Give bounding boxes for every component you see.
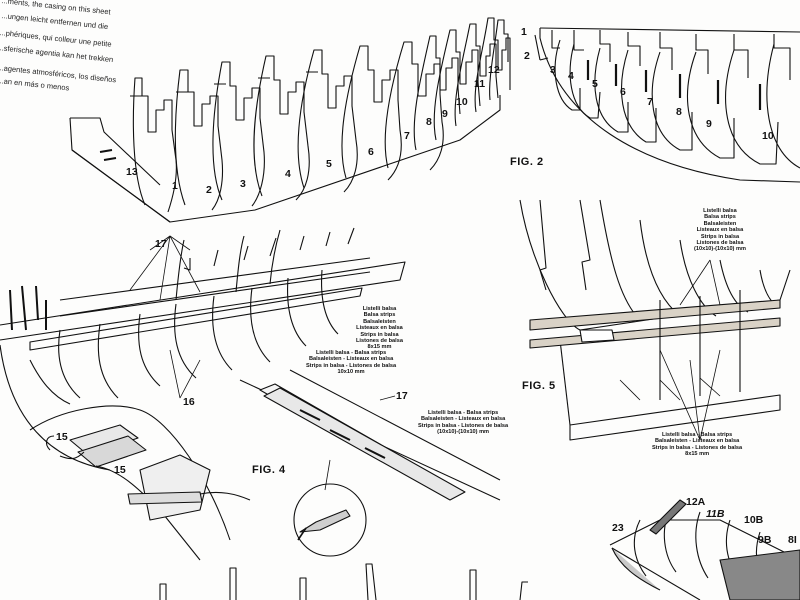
frame-number: 2 — [206, 184, 212, 196]
frame-number: 6 — [368, 146, 374, 158]
note-line: Listones de balsa — [696, 240, 744, 247]
part-label-12a: 12A — [686, 496, 706, 508]
frame-number: 4 — [285, 168, 291, 180]
part-label-17: 17 — [155, 238, 167, 250]
fig2-frame-number: 5 — [592, 78, 598, 90]
frame-number: 1 — [172, 180, 178, 192]
fig2-frame-number: 2 — [524, 50, 530, 62]
planking-detail — [29, 405, 251, 561]
figure-label-fig2: FIG. 2 — [510, 156, 544, 168]
fig2-frame-number: 10 — [762, 130, 774, 142]
fig2-drawing — [534, 27, 800, 183]
note-line: Balsa strips — [704, 214, 736, 221]
note-line: Balsaleisten — [363, 318, 396, 325]
note-line: Balsaleisten — [703, 220, 737, 227]
fig4-drawing — [239, 369, 501, 557]
part-label-17: 17 — [396, 390, 408, 402]
figure-label-fig4: FIG. 4 — [252, 464, 286, 476]
frame-number: 10 — [456, 96, 468, 108]
note-line: 8x15 mm — [367, 344, 392, 351]
frame-number: 5 — [326, 158, 332, 170]
note-fig5-bottom: Listelli balsa - Balsa strips Balsaleist… — [652, 432, 742, 458]
part-label-15: 15 — [114, 464, 126, 476]
fig2-frame-number: 3 — [550, 64, 556, 76]
part-label-8: 8I — [788, 534, 797, 546]
note-line: Listelli balsa — [703, 208, 737, 214]
frame-number: 7 — [404, 130, 410, 142]
note-line: Listeaux en balsa — [356, 325, 403, 332]
note-line: Listones de balsa — [356, 338, 403, 345]
part-label-15: 15 — [56, 431, 68, 443]
part-label-10b: 10B — [744, 514, 764, 526]
note-line: Balsa strips — [363, 312, 396, 319]
note-line: Listelli balsa - Balsa strips — [315, 350, 387, 356]
stern-detail — [609, 499, 800, 600]
keel-assembly-top-left — [69, 17, 511, 223]
frame-number: 9 — [442, 108, 448, 120]
note-line: 10x10 mm — [337, 369, 365, 376]
note-line: Strips in balsa - Listones de balsa — [652, 444, 743, 451]
note-line: 8x15 mm — [685, 451, 710, 458]
fig5-drawing — [519, 199, 791, 441]
fig2-frame-number: 7 — [647, 96, 653, 108]
hull-assembly-middle-left — [0, 227, 406, 471]
part-label-16: 16 — [183, 396, 195, 408]
note-line: Strips in balsa — [360, 331, 399, 338]
fig2-frame-number: 8 — [676, 106, 682, 118]
fig2-frame-number: 4 — [568, 70, 574, 82]
note-line: (10x10)-(10x10) mm — [694, 246, 746, 253]
note-balsa-8x15: Listelli balsa Balsa strips Balsaleisten… — [356, 306, 403, 351]
note-line: Listeaux en balsa — [696, 227, 744, 234]
note-line: (10x10)-(10x10) mm — [437, 429, 490, 436]
part-label-23: 23 — [612, 522, 624, 534]
note-balsa-10x10: Listelli balsa - Balsa strips Balsaleist… — [306, 350, 396, 376]
frame-number: 11 — [474, 78, 486, 90]
note-line: Balsaleisten - Listeaux en balsa — [654, 438, 740, 445]
note-fig4-strips: Listelli balsa - Balsa strips Balsaleist… — [418, 410, 508, 436]
note-line: Strips in balsa — [700, 233, 740, 240]
frame-number: 3 — [240, 178, 246, 190]
figure-label-fig5: FIG. 5 — [522, 380, 556, 392]
frame-number: 8 — [426, 116, 432, 128]
fig2-frame-number: 6 — [620, 86, 626, 98]
part-label-9b: 9B — [758, 534, 772, 546]
note-fig5-top: Listelli balsa Balsa strips Balsaleisten… — [694, 208, 746, 253]
note-line: Listelli balsa - Balsa strips — [661, 432, 733, 438]
note-line: Balsaleisten - Listeaux en balsa — [308, 356, 394, 363]
frame-number: 13 — [126, 166, 138, 178]
frame-number: 12 — [488, 64, 500, 76]
note-line: Balsaleisten - Listeaux en balsa — [420, 416, 506, 423]
note-line: Strips in balsa - Listones de balsa — [418, 422, 509, 429]
fig2-frame-number: 9 — [706, 118, 712, 130]
fig2-frame-number: 1 — [521, 26, 527, 38]
bottom-stubs — [159, 563, 528, 600]
note-line: Listelli balsa — [362, 306, 397, 312]
note-line: Listelli balsa - Balsa strips — [427, 410, 499, 416]
note-line: Strips in balsa - Listones de balsa — [306, 362, 397, 369]
part-label-11b: 11B — [706, 508, 725, 520]
